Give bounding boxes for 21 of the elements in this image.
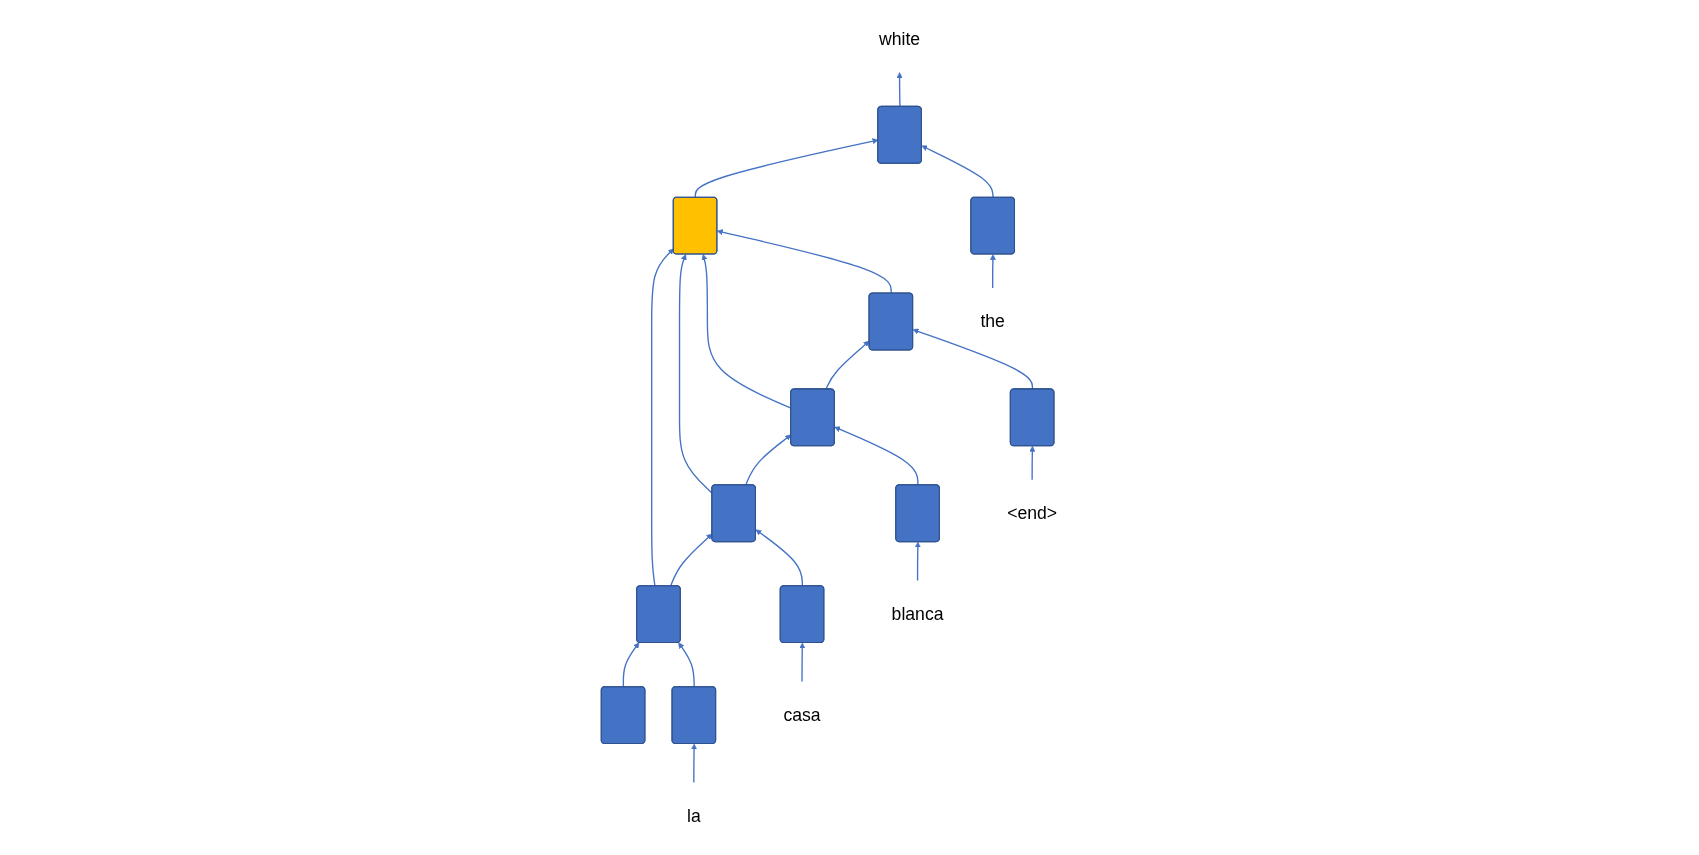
arrow (716, 229, 892, 295)
arrow (912, 328, 1034, 390)
arrow (799, 642, 806, 683)
arrow (896, 72, 903, 108)
node-text: la (686, 805, 701, 826)
node-text: white (879, 28, 921, 49)
arrow (921, 145, 994, 199)
node-text: blanca (891, 603, 944, 624)
node-text: casa (783, 704, 821, 725)
arrow (914, 541, 921, 582)
arrow (651, 248, 674, 587)
arrow (825, 340, 870, 390)
arrow (834, 426, 919, 486)
arrow (989, 254, 996, 289)
arrow (1029, 445, 1036, 481)
node-text: the (980, 310, 1005, 332)
arrow (691, 743, 698, 784)
arrow (678, 642, 695, 688)
node-text: <end> (1007, 502, 1058, 524)
arrow (755, 529, 804, 587)
arrow (622, 642, 640, 688)
